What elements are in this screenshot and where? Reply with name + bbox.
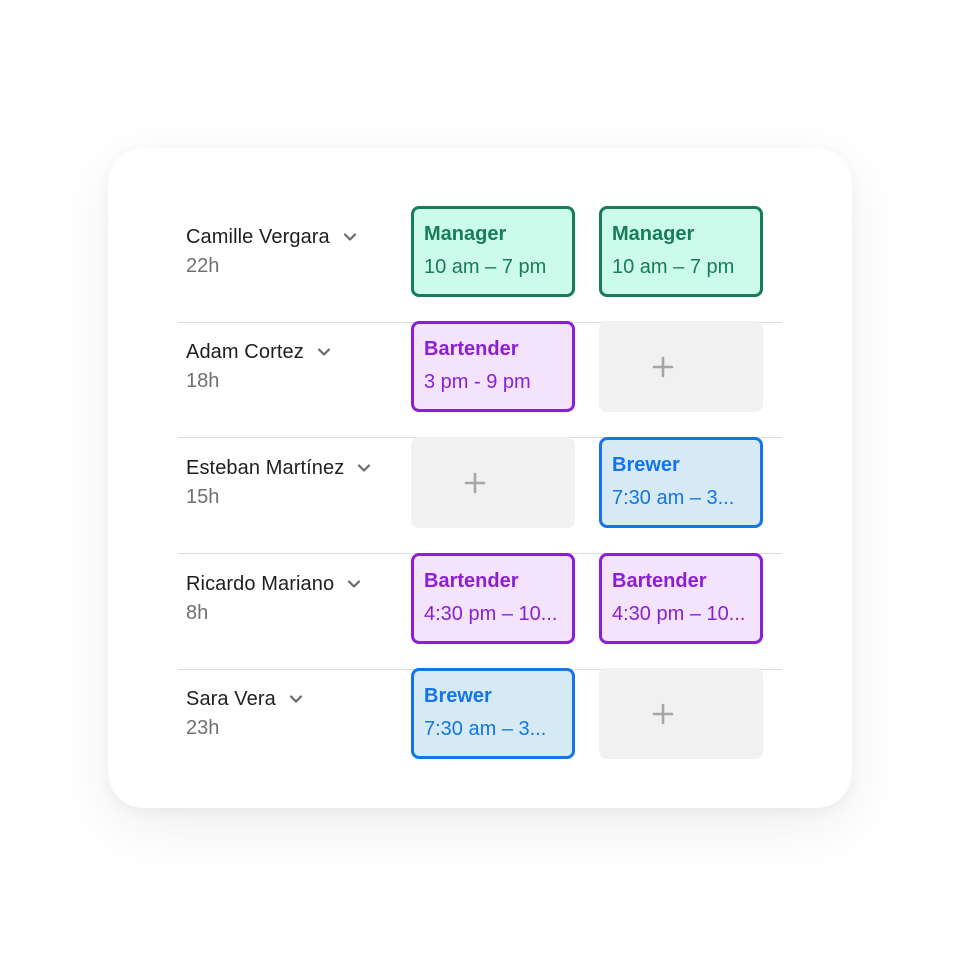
employee-hours: 8h	[186, 602, 209, 624]
shift-card-manager[interactable]: Manager 10 am – 7 pm	[411, 206, 575, 297]
chevron-down-icon[interactable]	[316, 344, 332, 360]
shift-role: Manager	[424, 223, 507, 245]
employee-hours: 18h	[186, 370, 220, 392]
chevron-down-icon[interactable]	[346, 576, 362, 592]
employee-row: Esteban Martínez 15h Brewer 7:30 am – 3.…	[178, 437, 782, 554]
employee-name-toggle[interactable]: Sara Vera	[186, 684, 304, 714]
employee-name: Adam Cortez	[186, 340, 304, 363]
employee-hours: 15h	[186, 486, 220, 508]
employee-name: Sara Vera	[186, 687, 276, 710]
employee-info: Camille Vergara 22h	[186, 222, 358, 278]
shift-card-bartender[interactable]: Bartender 4:30 pm – 10...	[411, 553, 575, 644]
shift-role: Brewer	[612, 454, 680, 476]
employee-row: Ricardo Mariano 8h Bartender 4:30 pm – 1…	[178, 553, 782, 670]
employee-row: Camille Vergara 22h Manager 10 am – 7 pm…	[178, 206, 782, 323]
employee-name-toggle[interactable]: Camille Vergara	[186, 222, 358, 252]
employee-info: Esteban Martínez 15h	[186, 453, 372, 509]
chevron-down-icon[interactable]	[288, 691, 304, 707]
add-shift-button[interactable]	[599, 321, 763, 412]
employee-hours: 23h	[186, 717, 220, 739]
employee-info: Sara Vera 23h	[186, 684, 304, 740]
chevron-down-icon[interactable]	[356, 460, 372, 476]
shift-time: 3 pm - 9 pm	[424, 371, 531, 393]
employee-row: Sara Vera 23h Brewer 7:30 am – 3...	[178, 668, 782, 784]
shift-time: 7:30 am – 3...	[612, 487, 735, 509]
employee-name-toggle[interactable]: Adam Cortez	[186, 337, 332, 367]
shift-card-bartender[interactable]: Bartender 3 pm - 9 pm	[411, 321, 575, 412]
shift-card-bartender[interactable]: Bartender 4:30 pm – 10...	[599, 553, 763, 644]
shift-role: Bartender	[424, 570, 519, 592]
schedule-card: Camille Vergara 22h Manager 10 am – 7 pm…	[108, 148, 852, 808]
shift-card-manager[interactable]: Manager 10 am – 7 pm	[599, 206, 763, 297]
shift-role: Bartender	[424, 338, 519, 360]
plus-icon	[652, 703, 674, 724]
shift-time: 7:30 am – 3...	[424, 718, 547, 740]
shift-time: 10 am – 7 pm	[612, 256, 735, 278]
shift-time: 4:30 pm – 10...	[424, 603, 558, 625]
shift-role: Brewer	[424, 685, 492, 707]
add-shift-button[interactable]	[411, 437, 575, 528]
shift-role: Manager	[612, 223, 695, 245]
shift-time: 4:30 pm – 10...	[612, 603, 746, 625]
employee-name-toggle[interactable]: Ricardo Mariano	[186, 569, 362, 599]
shift-card-brewer[interactable]: Brewer 7:30 am – 3...	[599, 437, 763, 528]
employee-hours: 22h	[186, 255, 220, 277]
add-shift-button[interactable]	[599, 668, 763, 759]
shift-role: Bartender	[612, 570, 707, 592]
plus-icon	[464, 472, 486, 493]
employee-name: Ricardo Mariano	[186, 572, 335, 595]
chevron-down-icon[interactable]	[342, 229, 358, 245]
employee-name: Camille Vergara	[186, 225, 330, 248]
employee-name: Esteban Martínez	[186, 456, 345, 479]
employee-name-toggle[interactable]: Esteban Martínez	[186, 453, 372, 483]
employee-info: Adam Cortez 18h	[186, 337, 332, 393]
shift-card-brewer[interactable]: Brewer 7:30 am – 3...	[411, 668, 575, 759]
employee-info: Ricardo Mariano 8h	[186, 569, 362, 625]
employee-row: Adam Cortez 18h Bartender 3 pm - 9 pm	[178, 321, 782, 438]
shift-time: 10 am – 7 pm	[424, 256, 547, 278]
plus-icon	[652, 356, 674, 377]
